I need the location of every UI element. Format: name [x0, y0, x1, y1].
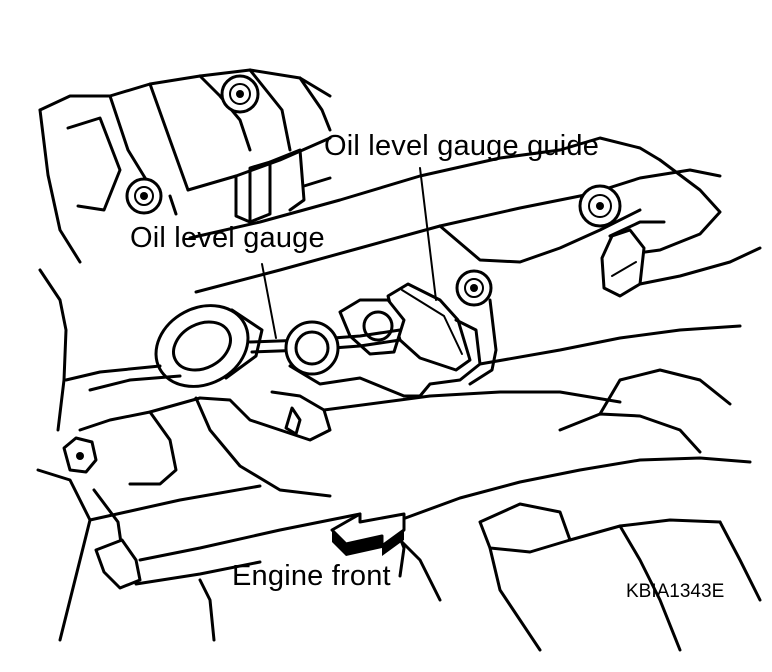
leader-lines	[261, 167, 437, 339]
guide-bolt	[455, 269, 493, 307]
lower-left-bolt	[62, 436, 98, 474]
top-bolt	[220, 74, 260, 114]
oil-level-gauge-label: Oil level gauge	[130, 222, 325, 254]
gauge-leader	[261, 263, 277, 339]
gauge-seal-fitting	[284, 320, 340, 376]
lower-block	[38, 268, 742, 498]
arrow-left-icon	[330, 512, 406, 556]
upper-bracket	[234, 148, 332, 224]
lower-right-panels	[198, 368, 762, 652]
hose	[600, 158, 762, 298]
engine-front-label: Engine front	[232, 560, 391, 592]
oil-level-gauge-guide-label: Oil level gauge guide	[324, 130, 600, 162]
right-bolt	[578, 184, 622, 228]
intake-tube	[188, 136, 722, 294]
guide-leader	[419, 167, 437, 301]
left-bolt	[125, 177, 163, 215]
figure-code: KBIA1343E	[626, 581, 725, 602]
left-support	[36, 468, 362, 642]
